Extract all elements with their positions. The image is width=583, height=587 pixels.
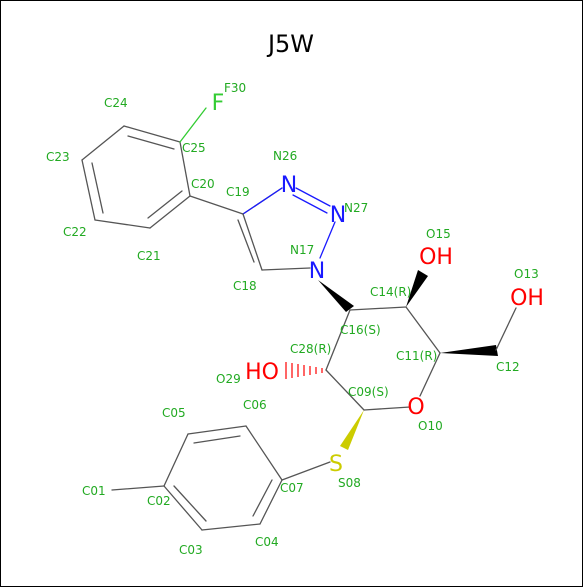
bond-n26-n27 xyxy=(295,187,331,207)
bond-c02-c03-inner xyxy=(173,485,207,522)
atom-symbol-n26: N xyxy=(281,173,297,198)
label-c20: C20 xyxy=(191,177,215,191)
label-c04: C04 xyxy=(255,535,279,549)
bond-c05-c02 xyxy=(163,433,189,487)
label-c24: C24 xyxy=(104,96,128,110)
atom-symbol-n17: N xyxy=(309,259,325,284)
atom-symbol-ho29: HO xyxy=(245,360,279,385)
bond-c19-n26-dup xyxy=(242,187,283,215)
bond-c11-o10 xyxy=(419,352,441,397)
bond-c24-c23 xyxy=(81,125,125,161)
label-c19: C19 xyxy=(226,185,250,199)
bond-c23-c22-inner xyxy=(91,162,104,214)
label-c21: C21 xyxy=(137,249,161,263)
bond-c02-c01 xyxy=(111,485,165,491)
label-c22: C22 xyxy=(63,225,87,239)
bond-c12-o13 xyxy=(495,307,517,351)
bond-s08-c07 xyxy=(281,461,331,481)
label-f30: F30 xyxy=(224,81,246,95)
bond-c04-c07-inner xyxy=(252,479,273,517)
label-c18: C18 xyxy=(233,279,257,293)
label-c03: C03 xyxy=(179,543,203,557)
wedge-n17-c16 xyxy=(318,280,354,312)
label-n26: N26 xyxy=(273,149,297,163)
bond-c07-c06 xyxy=(245,425,283,481)
label-c23: C23 xyxy=(46,150,70,164)
label-c16: C16(S) xyxy=(340,323,381,337)
bond-c23-c22 xyxy=(81,159,96,221)
wedge-c14-o15 xyxy=(406,270,428,307)
label-o10: O10 xyxy=(418,419,443,433)
atom-symbol-oh15: OH xyxy=(419,245,453,270)
bond-c06-c05-inner xyxy=(193,435,241,444)
atom-symbol-oh13: OH xyxy=(510,286,544,311)
bond-c21-c20-inner xyxy=(147,190,183,219)
label-c14: C14(R) xyxy=(370,285,411,299)
bond-c25-f30 xyxy=(179,107,207,143)
bond-c09-c28 xyxy=(325,369,365,411)
label-c12: C12 xyxy=(496,360,520,374)
atom-symbol-f: F xyxy=(212,91,225,116)
atom-symbol-o10: O xyxy=(407,395,424,420)
label-n17: N17 xyxy=(290,243,314,257)
bond-c24-c25 xyxy=(123,125,181,143)
bond-c18-c19-inner xyxy=(237,219,255,263)
bond-c18-c19 xyxy=(242,213,263,271)
bond-c06-c05 xyxy=(187,425,247,435)
bond-o10-c09 xyxy=(363,406,411,411)
bond-c24-c25-inner xyxy=(127,135,175,150)
wedge-c11-c12 xyxy=(440,345,498,356)
molecule-title: J5W xyxy=(266,30,314,58)
wedge-c09-s08 xyxy=(340,410,364,450)
bond-c02-c03 xyxy=(163,485,203,531)
label-c11: C11(R) xyxy=(396,349,437,363)
label-c09: C09(S) xyxy=(348,385,389,399)
hash-c28-o29 xyxy=(285,362,323,379)
label-c02: C02 xyxy=(147,494,171,508)
atom-labels: F30 C24 C25 C23 N26 C20 C19 N27 C22 O15 … xyxy=(46,81,539,557)
bond-c16-c14 xyxy=(349,306,407,311)
bond-c28-c16 xyxy=(325,309,351,371)
label-c06: C06 xyxy=(243,398,267,412)
bond-c21-c20 xyxy=(149,195,191,229)
label-o15: O15 xyxy=(426,227,451,241)
bond-n17-c18 xyxy=(261,267,311,271)
label-c25: C25 xyxy=(182,141,206,155)
bond-c03-c04 xyxy=(201,523,261,531)
label-c05: C05 xyxy=(162,406,186,420)
label-c07: C07 xyxy=(280,481,304,495)
atom-symbol-n27: N xyxy=(330,203,346,228)
bond-n26-n27-inner xyxy=(292,194,328,214)
label-o29: O29 xyxy=(216,372,241,386)
bond-c04-c07 xyxy=(259,479,283,525)
bond-c22-c21 xyxy=(94,219,151,229)
bond-c14-c11 xyxy=(405,306,441,354)
label-n27: N27 xyxy=(344,201,368,215)
atom-symbol-s08: S xyxy=(329,452,343,477)
label-c01: C01 xyxy=(82,484,106,498)
label-s08: S08 xyxy=(338,476,361,490)
bond-c20-c25 xyxy=(179,141,191,197)
bond-c20-c19 xyxy=(189,195,244,215)
label-o13: O13 xyxy=(514,267,539,281)
label-c28: C28(R) xyxy=(290,342,331,356)
heteroatom-symbols: F N N N OH OH HO O S xyxy=(212,91,544,477)
bond-n27-n17 xyxy=(319,221,336,259)
bonds xyxy=(81,107,517,531)
